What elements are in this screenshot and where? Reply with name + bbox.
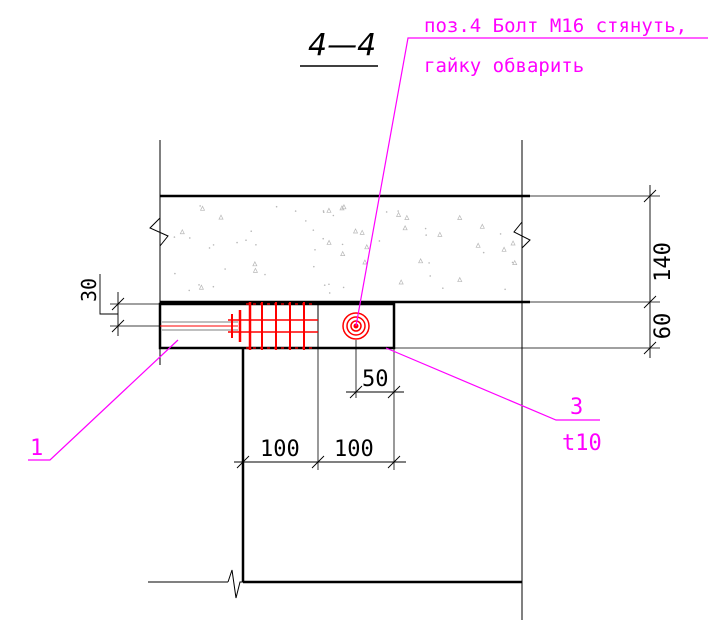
hatch-dot: [323, 284, 326, 286]
hatch-triangle: [326, 207, 332, 213]
hatch-dot: [212, 244, 215, 246]
hatch-dot: [499, 233, 502, 235]
dim-plate-height: 60: [651, 313, 676, 340]
hatch-dot: [224, 268, 226, 270]
concrete-slab: [149, 194, 531, 304]
hatch-dot: [442, 287, 444, 289]
hatch-dot: [212, 285, 215, 288]
hatch-triangle: [218, 214, 224, 220]
hatch-triangle: [359, 229, 365, 235]
dim-span-right: 100: [334, 437, 374, 462]
hatch-triangle: [341, 204, 347, 210]
hatch-dot: [236, 241, 238, 244]
hatch-dot: [188, 237, 191, 239]
hatch-dot: [322, 237, 325, 240]
callout-part-1: 1: [30, 436, 43, 461]
hatch-triangle: [364, 244, 370, 250]
hatch-triangle: [437, 231, 443, 237]
hatch-triangle: [475, 242, 481, 248]
hatch-triangle: [418, 258, 424, 264]
hatch-dot: [245, 239, 247, 242]
hatch-dot: [328, 292, 331, 294]
leader-lines: [28, 37, 708, 461]
dim-slab-thickness: 140: [651, 242, 676, 282]
hatch-dot: [275, 205, 278, 208]
hatch-dot: [425, 234, 427, 236]
hatch-dot: [397, 210, 399, 212]
hatch-triangle: [339, 205, 345, 211]
hatch-dot: [322, 210, 325, 212]
hatch-triangle: [252, 261, 258, 267]
hatch-triangle: [199, 205, 206, 211]
hatch-triangle: [340, 250, 346, 256]
hatch-dot: [428, 262, 430, 264]
dim-gap: 30: [77, 278, 101, 302]
hatch-triangle: [512, 259, 518, 265]
hatch-dot: [264, 273, 266, 276]
hatch-dot: [199, 205, 201, 207]
section-title: 4—4: [300, 28, 378, 67]
hatch-dot: [482, 251, 485, 254]
hatch-dot: [504, 288, 506, 291]
hatch-dot: [255, 243, 257, 246]
callout-part-3-thickness: t10: [562, 431, 602, 456]
hatch-triangle: [179, 228, 185, 235]
hatch-triangle: [252, 267, 258, 273]
bolt-m16: [342, 312, 370, 340]
dim-span-left: 100: [260, 437, 300, 462]
hatch-dot: [424, 227, 427, 230]
hatch-dot: [342, 286, 345, 289]
hatch-triangle: [510, 240, 516, 246]
hatch-triangle: [198, 284, 204, 290]
hatch-dot: [332, 214, 335, 217]
hatch-dot: [208, 247, 211, 249]
hatch-dot: [314, 248, 316, 251]
hatch-dot: [312, 229, 315, 231]
hatch-triangle: [326, 239, 332, 245]
slab-break-right: [513, 196, 531, 302]
hatch-triangle: [479, 223, 485, 229]
hatch-triangle: [362, 259, 368, 265]
hatch-dot: [313, 265, 315, 268]
hatch-dot: [173, 236, 176, 238]
callout-part-3: 3: [570, 395, 583, 420]
hatch-dot: [250, 230, 253, 233]
hatch-dot: [511, 261, 514, 264]
dimension-lines: [99, 185, 657, 469]
note-line-2: гайку обварить: [424, 55, 584, 77]
hatch-dot: [429, 275, 432, 277]
hatch-dot: [305, 220, 307, 222]
hatch-triangle: [396, 211, 402, 217]
dim-bolt-offset: 50: [362, 367, 389, 392]
section-label: 4—4: [308, 28, 376, 63]
hatch-triangle: [457, 276, 463, 282]
hatch-triangle: [352, 228, 359, 234]
hatch-triangle: [501, 246, 507, 252]
hatch-triangle: [457, 214, 463, 220]
hatch-triangle: [402, 225, 408, 231]
hatch-dot: [341, 243, 344, 246]
weld-marks: [228, 302, 318, 350]
note-line-1: поз.4 Болт М16 стянуть,: [424, 15, 687, 37]
hatch-triangle: [404, 214, 410, 220]
extension-lines: [110, 195, 660, 470]
slab-break-left: [149, 196, 169, 302]
hatch-dot: [385, 211, 388, 213]
hatch-dot: [294, 210, 297, 212]
hatch-dot: [328, 283, 330, 286]
vertical-support: [148, 348, 522, 599]
hatch-dot: [188, 289, 191, 292]
hatch-dot: [174, 272, 176, 275]
hatch-dot: [322, 211, 325, 214]
hatch-dot: [378, 240, 381, 242]
hatch-triangle: [398, 279, 404, 285]
slab-hatch: [173, 204, 518, 294]
hatch-dot: [198, 284, 200, 286]
